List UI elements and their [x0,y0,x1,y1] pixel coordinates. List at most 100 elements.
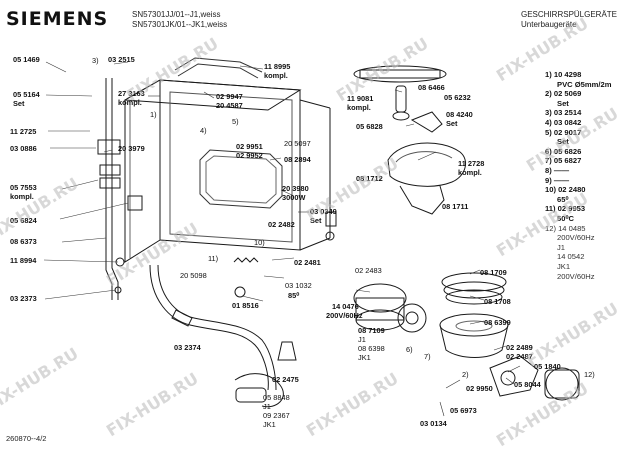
legend-entry: 14 0542 [557,252,585,262]
part-label: 05 6828 [356,122,383,131]
part-label: 02 9952 [236,151,263,160]
part-label: 05 6824 [10,216,37,225]
part-label: 20 3980 [282,184,309,193]
part-label: JK1 [358,353,371,362]
part-label: 2) [462,370,469,379]
document-title: GESCHIRRSPÜLGERÄTE [521,10,618,19]
legend-entry: 11) 02 9953 [545,204,586,214]
part-label: 27 3163 [118,89,145,98]
part-label: 12) [584,370,595,379]
part-label: 11 2725 [10,127,37,136]
part-label: 05 6232 [444,93,471,102]
part-label: 11 8995 [264,62,291,71]
legend-entry: 50⁰C [557,214,574,223]
part-label: 3) [92,56,99,65]
part-label: 02 2483 [355,266,382,275]
part-label: 11 9081 [347,94,374,103]
legend-entry: J1 [557,242,566,252]
part-label: 02 2481 [294,258,321,267]
part-label: 6) [406,345,413,354]
part-label: JK1 [263,420,276,429]
legend-entry: 8) —— [545,166,570,175]
leader-lines [43,61,521,417]
legend-entry: 3) 03 2514 [545,108,582,118]
part-label: 08 6466 [418,83,445,92]
part-label: 14 0476 [332,302,359,311]
model-line-1: SN57301JJ/01--J1,weiss [132,10,221,19]
legend-entry: 6) 05 6826 [545,146,582,156]
part-label: 03 2374 [174,343,201,352]
part-label: 03 0886 [10,144,37,153]
tub [97,57,580,408]
part-label: 08 1708 [484,297,511,306]
legend-entry: 65⁰ [557,194,569,204]
part-label: 02 2482 [268,220,295,229]
part-label: 08 6399 [484,318,511,327]
part-label: 02 9951 [236,142,263,151]
part-label: 11) [208,254,219,263]
brand-logo: SIEMENS [6,8,109,30]
legend-entry: 2) 02 5069 [545,89,582,99]
part-label: kompl. [264,71,288,80]
part-label: 03 0349 [310,207,337,216]
part-label: 08 4240 [446,110,473,119]
part-label: 200V/60Hz [326,311,363,320]
part-label: 02 2489 [506,343,533,352]
part-label: 05 1469 [13,55,40,64]
legend-entry: 5) 02 9017 [545,127,582,137]
legend-entry: Set [557,137,569,147]
part-label: 20 5098 [180,271,207,280]
model-line-2: SN57301JK/01--JK1,weiss [132,20,228,29]
part-label: Set [446,119,458,128]
part-label: 03 2373 [10,294,37,303]
document-subtitle: Unterbaugeräte [521,20,577,29]
legend-entry: Set [557,98,569,108]
part-label: kompl. [347,103,371,112]
part-label: J1 [358,335,366,344]
part-label: 11 2728 [458,159,485,168]
legend-entry: 1) 10 4298 [545,70,582,79]
legend-entry: 7) 05 6827 [545,156,582,166]
part-label: 03 2515 [108,55,135,64]
part-label: 08 1711 [442,202,469,211]
legend-entry: 10) 02 2480 [545,185,586,195]
part-label: 08 1709 [480,268,507,277]
part-label: 09 2367 [263,411,290,420]
part-label: 08 6373 [10,237,37,246]
part-label: 05 1840 [534,362,561,371]
part-label: 05 8044 [514,380,541,389]
part-label: 85⁰ [288,291,300,300]
part-label: J1 [263,402,271,411]
part-label: Set [310,216,322,225]
part-label: 05 6973 [450,406,477,415]
part-label: 5) [232,117,239,126]
part-label: 7) [424,352,431,361]
part-label: Set [13,99,25,108]
part-label: 03 1032 [285,281,312,290]
part-label: kompl. [118,98,142,107]
part-label: 1) [150,110,157,119]
part-label: kompl. [10,192,34,201]
part-label: 02 9947 [216,92,243,101]
part-label: 05 7553 [10,183,37,192]
part-label: 08 6398 [358,344,385,353]
part-label: 3000W [282,193,306,202]
legend-entry: 200V/60Hz [557,233,595,243]
legend-entry: 12) 14 0485 [545,223,586,233]
part-label: 08 2894 [284,155,311,164]
part-label: 05 5164 [13,90,40,99]
legend-entry: 200V/60Hz [557,271,595,281]
part-label: 08 1712 [356,174,383,183]
legend-entry: PVC Ø5mm/2m [557,79,612,89]
part-label: kompl. [458,168,482,177]
part-label: 02 2487 [506,352,533,361]
part-label: 4) [200,126,207,135]
part-label: 05 8848 [263,393,290,402]
part-label: 02 2475 [272,375,299,384]
part-label: 01 8516 [232,301,259,310]
part-label: 10) [254,238,265,247]
part-label: 20 5097 [284,139,311,148]
part-label: 11 8994 [10,256,37,265]
